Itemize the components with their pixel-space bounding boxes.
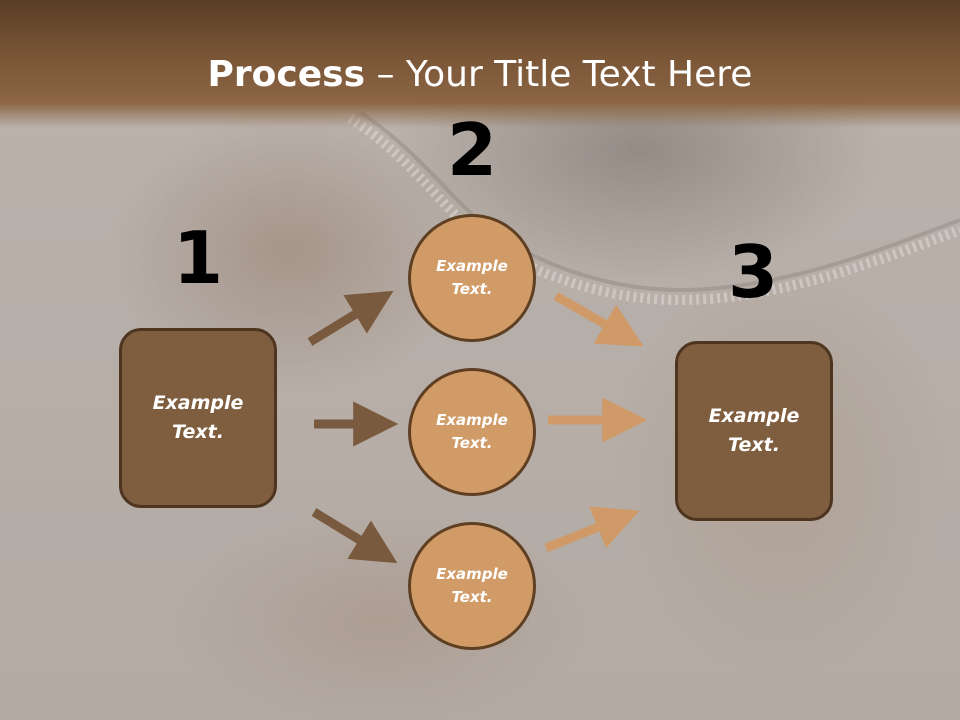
- right-box: Example Text.: [675, 341, 833, 521]
- right-box-text: Example Text.: [708, 405, 800, 456]
- arrow-bottom-to-right: [544, 506, 640, 553]
- step-number-1: 1: [172, 216, 224, 300]
- title-rest: – Your Title Text Here: [365, 54, 753, 95]
- arrow-left-to-top: [307, 290, 394, 346]
- arrow-top-to-right: [553, 292, 644, 347]
- circle-bottom-text: Example Text.: [436, 565, 508, 606]
- step-number-3: 3: [727, 230, 779, 314]
- circle-bottom: Example Text.: [408, 522, 536, 650]
- left-box-text: Example Text.: [152, 392, 244, 443]
- title-bar: [0, 0, 960, 128]
- step-number-2: 2: [446, 108, 498, 192]
- circle-middle: Example Text.: [408, 368, 536, 496]
- circle-middle-text: Example Text.: [436, 411, 508, 452]
- title-bold: Process: [207, 54, 366, 95]
- left-box: Example Text.: [119, 328, 277, 508]
- circle-top: Example Text.: [408, 214, 536, 342]
- slide-title: Process – Your Title Text Here: [0, 52, 960, 98]
- circle-top-text: Example Text.: [436, 257, 508, 298]
- arrow-left-to-bottom: [311, 508, 398, 564]
